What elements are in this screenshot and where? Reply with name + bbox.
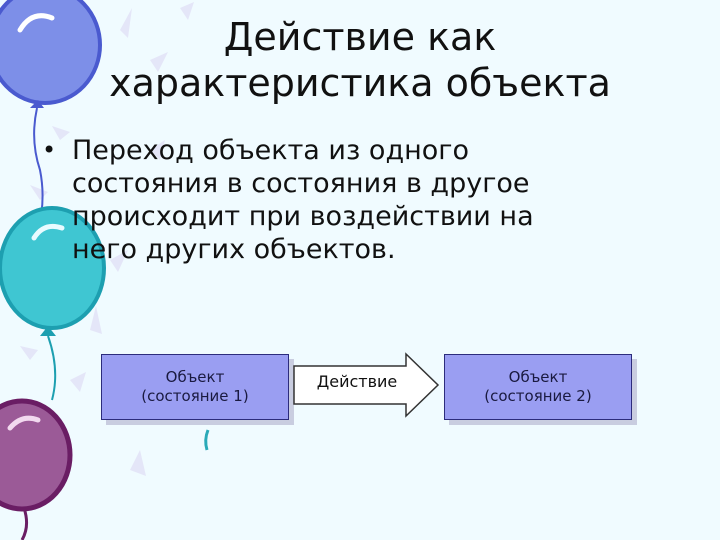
teal-balloon-icon bbox=[0, 206, 106, 401]
streamer-icon bbox=[204, 429, 210, 451]
bullet-list: • Переход объекта из одного состояния в … bbox=[42, 134, 682, 266]
bullet-item: • Переход объекта из одного состояния в … bbox=[42, 134, 682, 266]
blue-balloon-icon bbox=[0, 0, 102, 231]
action-arrow-icon bbox=[293, 352, 440, 418]
bullet-line: него других объектов. bbox=[72, 234, 396, 265]
bullet-line: Переход объекта из одного bbox=[72, 135, 469, 166]
action-label: Действие bbox=[316, 372, 398, 391]
object-2-state: (состояние 2) bbox=[484, 387, 592, 405]
bullet-line: состояния в состояния в другое bbox=[72, 168, 530, 199]
object-2-name: Объект bbox=[508, 368, 568, 386]
purple-balloon-icon bbox=[0, 398, 73, 540]
title-line-1: Действие как bbox=[223, 15, 497, 59]
slide-title: Действие как характеристика объекта bbox=[60, 14, 660, 106]
object-1-name: Объект bbox=[165, 368, 225, 386]
object-state-2-box: Объект (состояние 2) bbox=[444, 354, 632, 420]
title-line-2: характеристика объекта bbox=[109, 61, 611, 105]
bullet-line: происходит при воздействии на bbox=[72, 201, 534, 232]
object-1-state: (состояние 1) bbox=[141, 387, 249, 405]
bullet-marker-icon: • bbox=[42, 136, 57, 164]
object-state-1-box: Объект (состояние 1) bbox=[101, 354, 289, 420]
